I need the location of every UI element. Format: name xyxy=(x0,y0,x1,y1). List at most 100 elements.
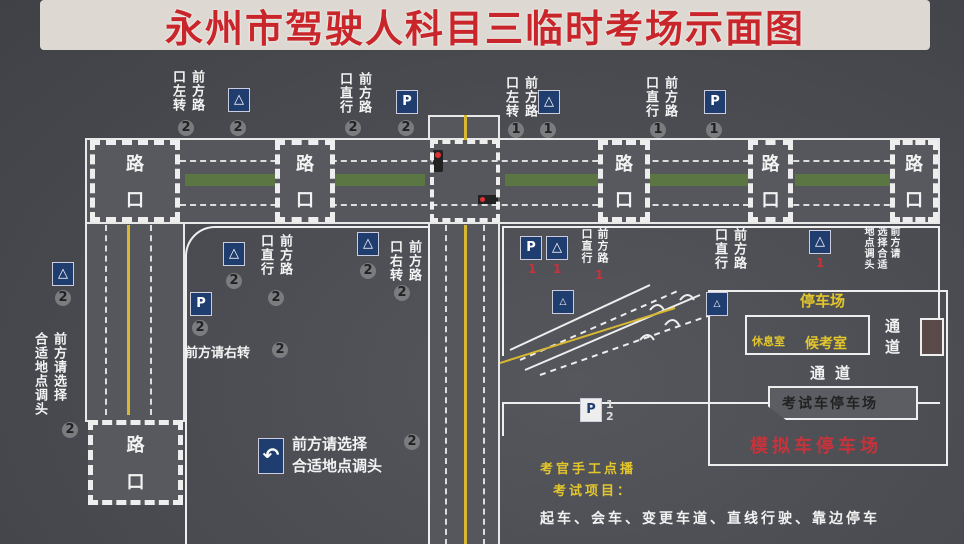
zone-number: 1 xyxy=(508,122,524,138)
zone-number: 2 xyxy=(360,263,376,279)
zone-number: 1 xyxy=(553,262,562,276)
center-line xyxy=(464,225,467,544)
median xyxy=(650,174,750,186)
exam-car-parking-label: 考试车停车场 xyxy=(782,396,878,412)
parking-sign-icon: P xyxy=(396,90,418,114)
label-line: 前方请选择 xyxy=(51,332,66,402)
label-line: 前方路 xyxy=(277,234,292,276)
median xyxy=(185,174,275,186)
zone-number: 1 xyxy=(606,398,614,411)
zone-number: 2 xyxy=(62,422,78,438)
intersection-label: 路 xyxy=(615,154,633,175)
parking-sign-icon: P xyxy=(190,292,212,316)
exam-car-parking-box xyxy=(768,386,918,420)
warning-sign-icon: △ xyxy=(228,88,250,112)
sign-label-straight: 前方路口直行 xyxy=(712,228,746,270)
label-line: 口直行 xyxy=(337,72,352,114)
waiting-room-label: 候考室 xyxy=(805,336,847,352)
label-line: 口直行 xyxy=(258,234,273,276)
lane-line xyxy=(445,225,447,544)
center-line xyxy=(127,225,130,415)
zone-number: 2 xyxy=(272,342,288,358)
intersection: 路口 xyxy=(275,140,335,222)
intersection-label: 路 xyxy=(905,154,923,175)
label-line: 口左转 xyxy=(503,76,518,118)
sign-label-straight: 前方路口直行 xyxy=(643,76,677,118)
intersection: 路口 xyxy=(88,420,183,505)
zone-number: 2 xyxy=(345,120,361,136)
warning-sign-icon: △ xyxy=(546,236,568,260)
keep-right-label: 前方请右转 xyxy=(185,346,251,361)
zone-number: 2 xyxy=(606,410,614,423)
sign-label-straight: 前方路口直行 xyxy=(258,234,292,276)
exam-info-title: 考官手工点播 xyxy=(540,462,637,477)
warning-sign-icon: △ xyxy=(52,262,74,286)
label-line: 口右转 xyxy=(387,240,402,282)
label-line: 前方路 xyxy=(356,72,371,114)
info-sign-icon: △ xyxy=(706,292,728,316)
median xyxy=(335,174,425,186)
intersection: 路口 xyxy=(748,140,793,222)
page-title: 永州市驾驶人科目三临时考场示面图 xyxy=(164,6,805,51)
intersection-label: 口 xyxy=(126,472,145,494)
label-line: 前方路 xyxy=(406,240,421,282)
zone-number: 1 xyxy=(706,122,722,138)
intersection-label: 路 xyxy=(126,434,145,456)
uturn-lanes xyxy=(500,284,726,376)
label-line: 口左转 xyxy=(170,70,185,112)
sim-car-parking-label: 模拟车停车场 xyxy=(750,436,882,457)
zone-number: 2 xyxy=(178,120,194,136)
zone-number: 2 xyxy=(226,273,242,289)
median xyxy=(505,174,600,186)
sign-label-uturn: 前方请选择合适地点调头 xyxy=(32,332,66,416)
zone-number: 1 xyxy=(540,122,556,138)
sign-label-uturn: 前方请选择合适地点调头 xyxy=(862,226,899,270)
passage-label: 通道 xyxy=(810,364,861,382)
label-line: 前方路 xyxy=(662,76,677,118)
label-line: 地点调头 xyxy=(862,226,873,270)
zone-number: 1 xyxy=(528,262,537,276)
parking-sign-icon: P xyxy=(580,398,602,422)
lane-line xyxy=(150,225,152,415)
intersection-label: 口 xyxy=(615,190,633,211)
intersection-label: 路 xyxy=(126,154,144,175)
sign-label-straight: 前方路口直行 xyxy=(337,72,371,114)
traffic-light-icon xyxy=(478,195,498,204)
center-line xyxy=(464,115,467,140)
zone-number: 2 xyxy=(398,120,414,136)
signal-intersection xyxy=(430,140,500,222)
label-line: 前方路 xyxy=(522,76,537,118)
legend-line: 合适地点调头 xyxy=(292,457,383,475)
exam-items-list: 起车、会车、变更车道、直线行驶、靠边停车 xyxy=(540,511,880,527)
zone-number: 2 xyxy=(230,120,246,136)
warning-sign-icon: △ xyxy=(357,232,379,256)
warning-sign-icon: △ xyxy=(809,230,831,254)
passage-label: 通道 xyxy=(883,318,901,360)
zone-number: 1 xyxy=(650,122,666,138)
exam-items-heading: 考试项目： xyxy=(553,484,634,499)
zone-number: 2 xyxy=(55,290,71,306)
intersection-label: 口 xyxy=(761,190,780,211)
label-line: 合适地点调头 xyxy=(32,332,47,416)
label-line: 口直行 xyxy=(580,228,593,264)
warning-sign-icon: △ xyxy=(538,90,560,114)
title-banner: 永州市驾驶人科目三临时考场示面图 xyxy=(40,0,930,51)
rest-room-label: 休息室 xyxy=(752,335,785,348)
intersection-label: 路 xyxy=(296,154,314,175)
sign-label-left-turn: 前方路口左转 xyxy=(170,70,204,112)
intersection: 路口 xyxy=(90,140,180,222)
parking-sign-icon: P xyxy=(704,90,726,114)
zone-number: 2 xyxy=(268,290,284,306)
median xyxy=(795,174,890,186)
intersection-label: 口 xyxy=(296,190,314,211)
label-line: 口直行 xyxy=(643,76,658,118)
parking-sign-icon: P xyxy=(520,236,542,260)
sign-label-straight: 前方路口直行 xyxy=(580,228,609,264)
intersection-label: 路 xyxy=(761,154,780,175)
label-line: 前方路 xyxy=(596,228,609,264)
sign-label-right-turn: 前方路口右转 xyxy=(387,240,421,282)
intersection: 路口 xyxy=(890,140,938,222)
booth-box xyxy=(920,318,944,356)
label-line: 选择合适 xyxy=(875,226,886,270)
block-outline xyxy=(708,290,948,466)
